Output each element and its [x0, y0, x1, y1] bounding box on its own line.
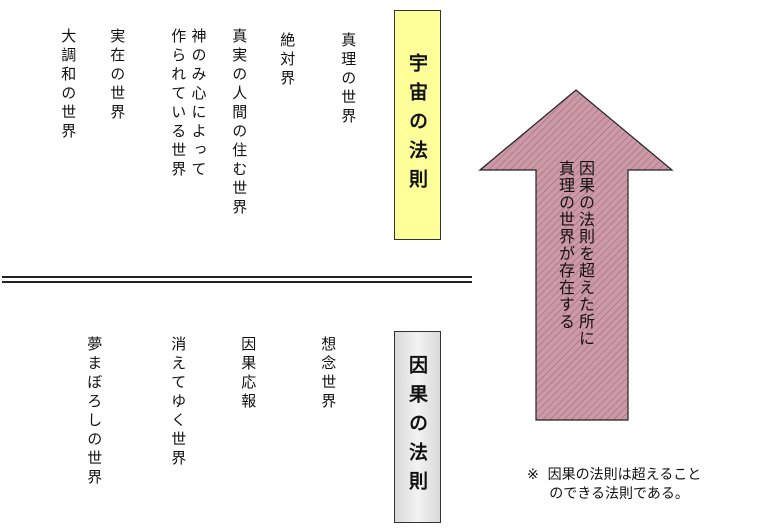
label-yume-maboroshi: 夢まぼろしの世界 [85, 336, 104, 488]
cosmic-law-label: 宇宙の法則 [406, 52, 428, 198]
causal-law-label: 因果の法則 [406, 354, 428, 500]
label-inga-ouhou: 因果応報 [239, 336, 258, 412]
label-jitsuzai-no-sekai: 実在の世界 [108, 28, 127, 123]
up-arrow-icon [478, 89, 674, 421]
label-daichouwa-no-sekai: 大調和の世界 [59, 28, 78, 142]
arrow-caption: 因果の法則を超えた所に 真理の世界が存在する [556, 160, 595, 347]
label-shinri-no-sekai: 真理の世界 [339, 32, 358, 127]
label-kieteyuku-sekai: 消えてゆく世界 [169, 336, 188, 469]
label-zettaikai: 絶対界 [278, 32, 297, 89]
divider-line-top [2, 276, 472, 278]
label-sounen-sekai: 想念世界 [319, 336, 338, 412]
cosmic-law-box: 宇宙の法則 [394, 10, 441, 240]
label-shinjitsu-no-ningen: 真実の人間の住む世界 [230, 28, 249, 218]
causal-law-box: 因果の法則 [394, 331, 441, 523]
label-kami-no-mikokoro: 神のみ心によって 作られている世界 [169, 28, 208, 180]
footnote: ※ 因果の法則は超えること のできる法則である。 [527, 467, 702, 502]
divider-line-bottom [2, 281, 472, 283]
